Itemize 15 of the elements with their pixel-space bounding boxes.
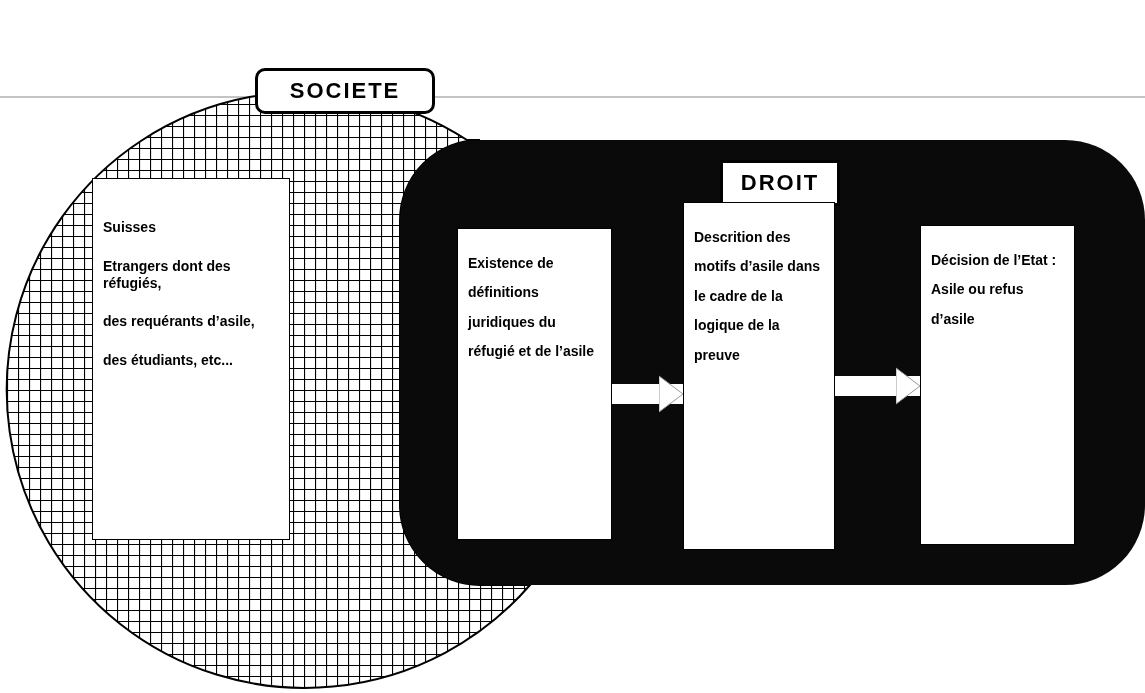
box-text: Etrangers dont des réfugiés, xyxy=(103,257,232,292)
box-text: des requérants d’asile, xyxy=(103,313,256,331)
arrow xyxy=(835,367,921,405)
region-title: SOCIETE xyxy=(255,68,435,114)
text-box xyxy=(92,178,290,540)
region-title: DROIT xyxy=(720,160,840,206)
text-box xyxy=(920,225,1075,545)
arrow xyxy=(612,375,684,413)
box-text: Descrition des motifs d’asile dans le cadre de la logique de la preuve xyxy=(694,228,822,365)
text-box xyxy=(457,228,612,540)
box-text: des étudiants, etc... xyxy=(103,352,234,369)
box-text: Suisses xyxy=(103,219,157,236)
text-box xyxy=(683,202,835,550)
box-text: Existence de définitions juridiques du réfugié et de l’asile xyxy=(468,254,596,362)
box-text: Décision de l’Etat : Asile ou refus d’asile xyxy=(931,251,1058,329)
